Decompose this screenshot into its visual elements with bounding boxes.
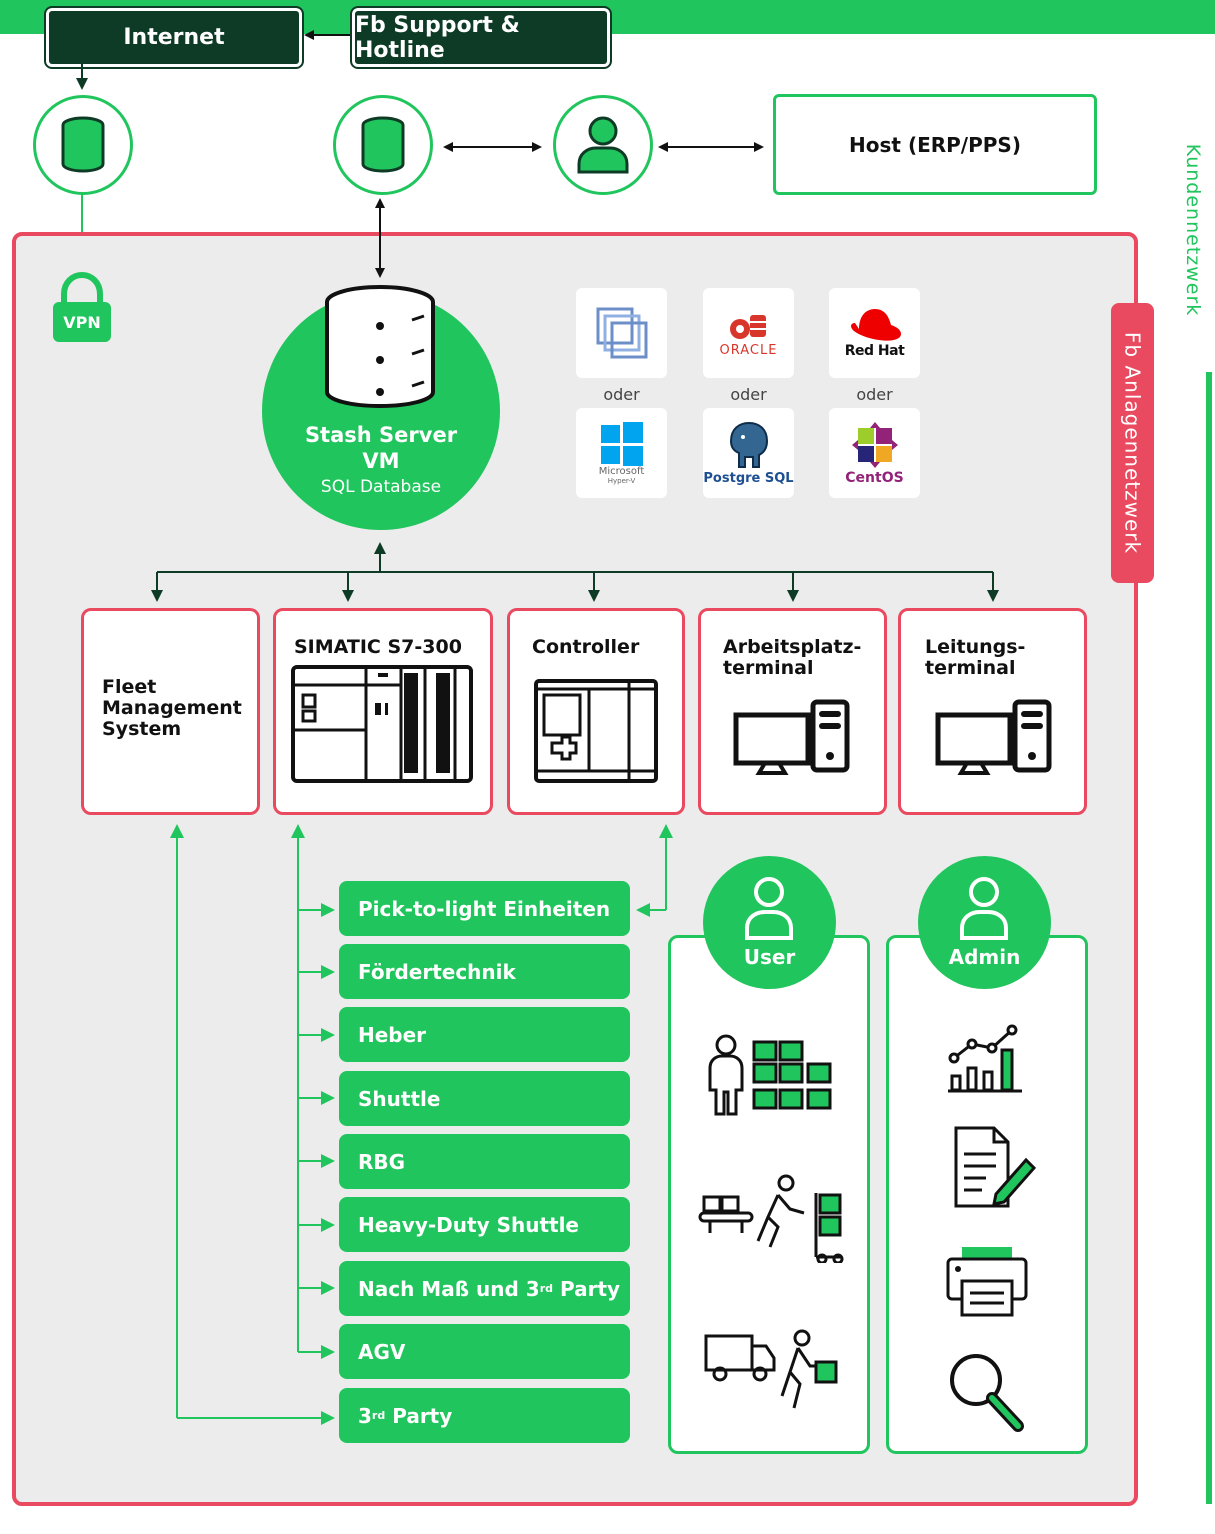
- oder-label-2: oder: [730, 385, 767, 404]
- support-label: Fb Support & Hotline: [355, 12, 520, 63]
- device-label: 3: [358, 1403, 372, 1428]
- oder-label-3: oder: [856, 385, 893, 404]
- admin-label: Admin: [948, 945, 1021, 969]
- windows-icon: [600, 422, 643, 466]
- warehouse-worker-boxes-icon: [708, 1034, 832, 1116]
- postgres-label: Postgre SQL: [703, 470, 794, 486]
- vpn-lock-icon: [53, 272, 111, 342]
- device-agv: AGV: [339, 1324, 630, 1379]
- search-magnifier-icon: [950, 1354, 1024, 1432]
- kundennetzwerk-label: Kundennetzwerk: [1182, 143, 1204, 317]
- arbeitsplatz-title: Arbeitsplatz- terminal: [723, 636, 862, 679]
- oracle-icon: [729, 314, 766, 339]
- anlagennetzwerk-tab: Fb Anlagennetzwerk: [1111, 303, 1154, 583]
- document-edit-icon: [954, 1126, 1037, 1208]
- controller-card: Controller: [507, 608, 685, 815]
- oder-label-1: oder: [603, 385, 640, 404]
- workstation-icon: [935, 699, 1052, 775]
- hyperv-label: Microsoft: [598, 466, 645, 477]
- oracle-label: ORACLE: [719, 342, 778, 358]
- redhat-icon: [850, 309, 901, 341]
- internet-label: Internet: [123, 25, 225, 50]
- internet-box: Internet: [44, 6, 304, 69]
- host-box: Host (ERP/PPS): [773, 94, 1097, 195]
- device-pick-to-light: Pick-to-light Einheiten: [339, 881, 630, 936]
- customer-network-edge: [1206, 372, 1212, 1504]
- top-connectors: [76, 30, 764, 270]
- kundennetzwerk-label-box: Kundennetzwerk: [1170, 110, 1215, 350]
- device-label-suffix: Party: [553, 1276, 621, 1301]
- leitungsterminal-title: Leitungs- terminal: [925, 636, 1026, 679]
- admin-person-icon: [960, 877, 1008, 940]
- conveyor-worker-icon: [698, 1174, 844, 1263]
- device-label-suffix: Party: [385, 1403, 453, 1428]
- server-connectors: [151, 198, 999, 602]
- delivery-truck-worker-icon: [704, 1329, 838, 1409]
- workstation-icon: [733, 699, 850, 775]
- device-label: Shuttle: [358, 1086, 441, 1111]
- centos-icon: [851, 422, 898, 468]
- arbeitsplatz-card: Arbeitsplatz- terminal: [698, 608, 887, 815]
- centos-label: CentOS: [845, 470, 904, 486]
- vmware-tile: [576, 288, 667, 378]
- analytics-chart-icon: [948, 1024, 1022, 1093]
- support-box: Fb Support & Hotline: [350, 6, 612, 69]
- fleet-management-title: Fleet Management System: [102, 676, 242, 740]
- printer-icon: [946, 1247, 1028, 1317]
- device-label: Pick-to-light Einheiten: [358, 896, 611, 921]
- internet-database-circle: [33, 95, 133, 195]
- plc-icon: [291, 665, 473, 783]
- redhat-label: Red Hat: [844, 343, 905, 359]
- anlagennetzwerk-label: Fb Anlagennetzwerk: [1120, 331, 1145, 555]
- device-heavy-duty-shuttle: Heavy-Duty Shuttle: [339, 1197, 630, 1252]
- device-label: Fördertechnik: [358, 959, 516, 984]
- oracle-tile: ORACLE: [703, 288, 794, 378]
- controller-icon: [534, 679, 658, 783]
- device-foerdertechnik: Fördertechnik: [339, 944, 630, 999]
- database-icon: [61, 116, 105, 173]
- device-heber: Heber: [339, 1007, 630, 1062]
- server-subtitle: SQL Database: [320, 477, 442, 497]
- controller-title: Controller: [532, 636, 640, 658]
- fleet-management-card: Fleet Management System: [81, 608, 260, 815]
- support-database-circle: [333, 95, 433, 195]
- postgres-elephant-icon: [729, 421, 768, 468]
- server-database-icon: [325, 285, 435, 409]
- postgres-tile: Postgre SQL: [703, 408, 794, 498]
- redhat-tile: Red Hat: [829, 288, 920, 378]
- vpn-label: VPN: [63, 313, 101, 332]
- database-icon: [361, 116, 405, 173]
- device-label-sup: rd: [539, 1282, 554, 1295]
- device-rbg: RBG: [339, 1134, 630, 1189]
- host-label: Host (ERP/PPS): [849, 132, 1021, 157]
- simatic-card: SIMATIC S7-300: [273, 608, 493, 815]
- user-person-icon: [745, 877, 793, 940]
- device-label: AGV: [358, 1339, 406, 1364]
- device-label: Heber: [358, 1022, 427, 1047]
- server-title: Stash Server VM SQL Database: [262, 422, 500, 500]
- person-icon: [577, 116, 629, 174]
- leitungsterminal-card: Leitungs- terminal: [898, 608, 1087, 815]
- centos-tile: CentOS: [829, 408, 920, 498]
- user-label: User: [743, 945, 796, 969]
- hyperv-sublabel: Hyper-V: [607, 477, 636, 485]
- device-label-sup: rd: [371, 1409, 386, 1422]
- device-label: RBG: [358, 1149, 406, 1174]
- simatic-title: SIMATIC S7-300: [294, 636, 462, 658]
- device-label: Heavy-Duty Shuttle: [358, 1212, 579, 1237]
- device-label: Nach Maß und 3: [358, 1276, 540, 1301]
- server-title-line1: Stash Server: [304, 423, 458, 447]
- server-title-line2: VM: [362, 449, 400, 473]
- vmware-icon: [596, 307, 647, 359]
- hyperv-tile: Microsoft Hyper-V: [576, 408, 667, 498]
- operator-circle: [553, 95, 653, 195]
- device-shuttle: Shuttle: [339, 1071, 630, 1126]
